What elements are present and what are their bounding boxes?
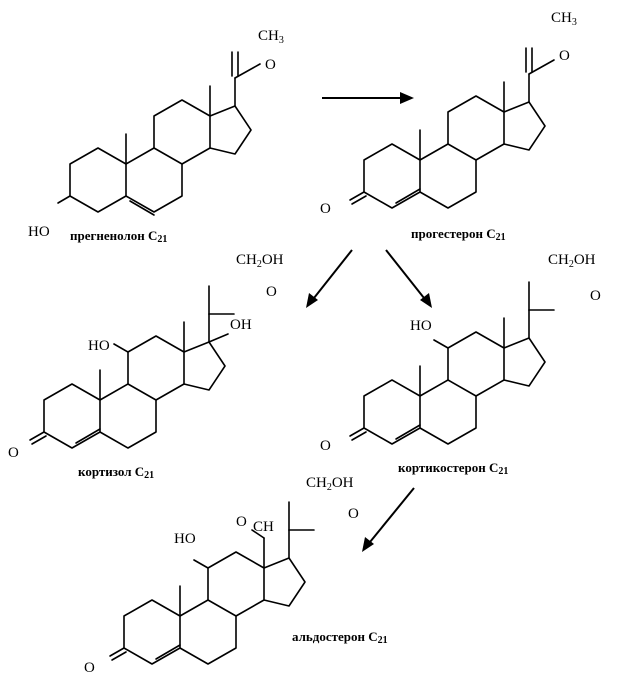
svg-text:HO: HO <box>174 531 196 547</box>
aldosterone-structure: CH2OH O O CH HO O <box>84 475 359 676</box>
svg-text:O: O <box>266 284 277 300</box>
svg-text:HO: HO <box>410 318 432 334</box>
corticosterone-label: кортикостерон C21 <box>398 460 508 477</box>
svg-text:HO: HO <box>28 224 50 240</box>
svg-text:O: O <box>84 660 95 676</box>
svg-text:O: O <box>590 288 601 304</box>
svg-text:O: O <box>320 201 331 217</box>
svg-text:O: O <box>236 514 247 530</box>
svg-text:CH2OH: CH2OH <box>236 252 284 270</box>
svg-text:O: O <box>8 445 19 461</box>
arrow-progesterone-to-corticosterone <box>385 249 432 308</box>
svg-text:HO: HO <box>88 338 110 354</box>
progesterone-structure: CH3 O O <box>320 10 577 217</box>
svg-text:CH: CH <box>253 519 274 535</box>
svg-text:O: O <box>265 57 276 73</box>
svg-text:CH2OH: CH2OH <box>548 252 596 270</box>
aldosterone-label: альдостерон C21 <box>292 629 388 646</box>
cortisol-label: кортизол C21 <box>78 464 154 481</box>
svg-text:OH: OH <box>230 317 252 333</box>
arrow-progesterone-to-cortisol <box>306 249 353 308</box>
svg-text:CH3: CH3 <box>258 28 284 46</box>
cortisol-structure: CH2OH O OH HO O <box>8 252 284 461</box>
pregnenolone-label: прегненолон C21 <box>70 228 167 245</box>
arrow-pregnenolone-to-progesterone <box>322 92 414 104</box>
svg-text:O: O <box>559 48 570 64</box>
pregnenolone-structure: CH3 O HO <box>28 28 284 240</box>
svg-text:CH2OH: CH2OH <box>306 475 354 493</box>
svg-text:O: O <box>320 438 331 454</box>
progesterone-label: прогестерон C21 <box>411 226 506 243</box>
svg-text:CH3: CH3 <box>551 10 577 28</box>
svg-text:O: O <box>348 506 359 522</box>
arrow-corticosterone-to-aldosterone <box>362 487 415 552</box>
corticosterone-structure: CH2OH O HO O <box>320 252 601 454</box>
